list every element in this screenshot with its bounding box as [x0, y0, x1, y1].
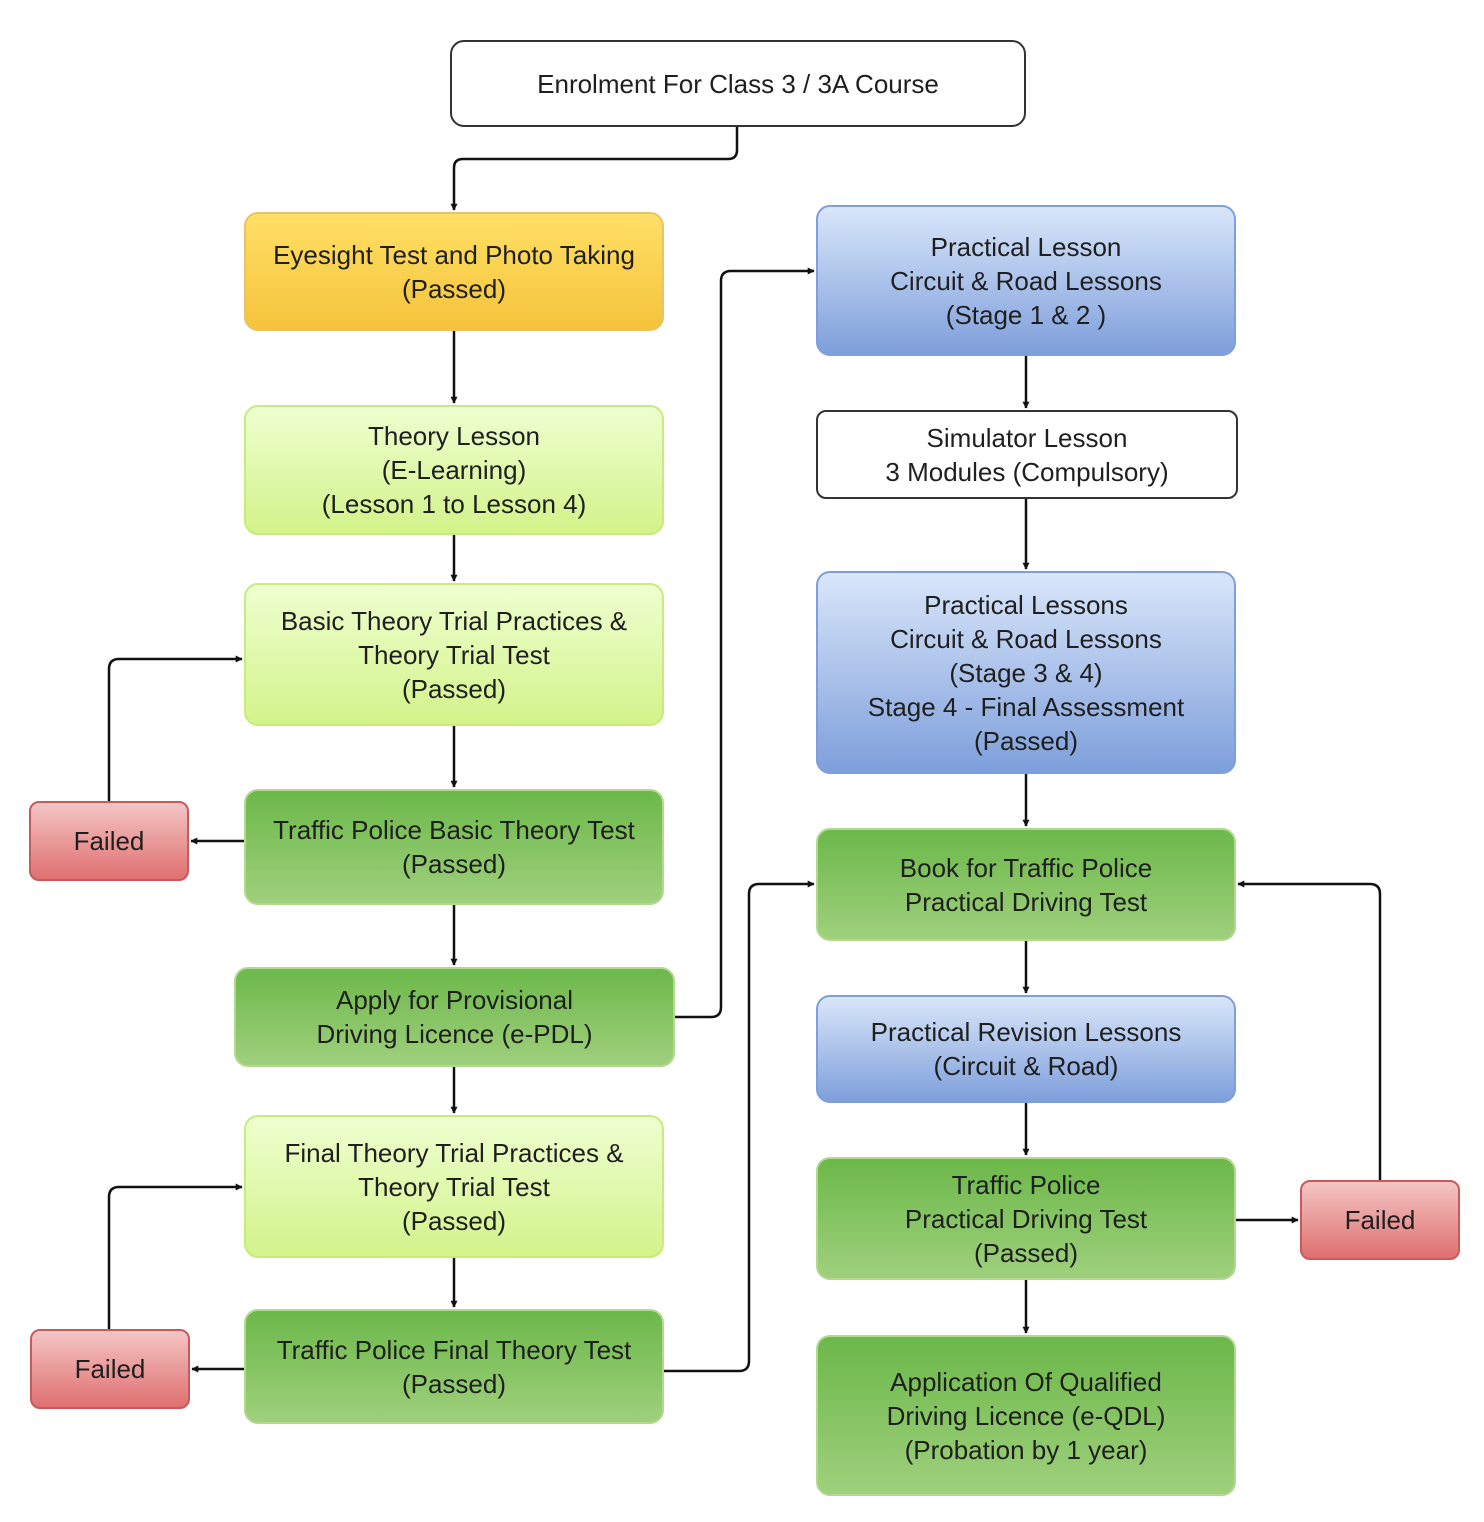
node-failed-basic: Failed [29, 801, 189, 881]
node-failed-final-line: Failed [74, 1354, 146, 1384]
node-qdl: Application Of Qualified Driving Licence… [816, 1335, 1236, 1496]
node-basic-trial-line: Theory Trial Test [358, 639, 550, 670]
edge-enrolment-to-eyesight [450, 127, 739, 211]
node-qdl-line: (Probation by 1 year) [904, 1434, 1148, 1465]
node-simulator-line: 3 Modules (Compulsory) [885, 456, 1169, 487]
node-practical-1-2-line: Practical Lesson [930, 231, 1122, 262]
node-failed-basic-line: Failed [73, 826, 145, 856]
edge-failed-basic-retry [107, 655, 243, 801]
node-revision-line: Practical Revision Lessons [870, 1017, 1182, 1047]
node-practical-test-line: Traffic Police [951, 1169, 1101, 1200]
node-practical-1-2: Practical Lesson Circuit & Road Lessons … [816, 205, 1236, 356]
node-qdl-line: Driving Licence (e-QDL) [886, 1400, 1166, 1431]
node-eyesight: Eyesight Test and Photo Taking (Passed) [244, 212, 664, 331]
node-failed-practical: Failed [1300, 1180, 1460, 1260]
node-practical-3-4-line: (Passed) [973, 725, 1079, 756]
node-final-trial-line: Final Theory Trial Practices & [284, 1137, 624, 1168]
node-theory-lesson-line: (E-Learning) [381, 455, 527, 485]
node-theory-lesson: Theory Lesson (E-Learning) (Lesson 1 to … [244, 405, 664, 535]
node-failed-practical-line: Failed [1344, 1205, 1416, 1235]
node-provisional-line: Driving Licence (e-PDL) [316, 1019, 593, 1049]
node-enrolment-line: Enrolment For Class 3 / 3A Course [537, 68, 939, 99]
edge-failed-final-retry [107, 1183, 243, 1329]
node-book-test: Book for Traffic Police Practical Drivin… [816, 828, 1236, 941]
node-failed-final: Failed [30, 1329, 190, 1409]
node-practical-test-line: Practical Driving Test [904, 1203, 1148, 1234]
node-revision: Practical Revision Lessons (Circuit & Ro… [816, 995, 1236, 1103]
node-basic-trial-line: Basic Theory Trial Practices & [280, 605, 628, 636]
node-practical-3-4-line: (Stage 3 & 4) [949, 657, 1103, 688]
node-enrolment: Enrolment For Class 3 / 3A Course [450, 40, 1026, 127]
node-provisional-line: Apply for Provisional [336, 985, 573, 1015]
node-practical-1-2-line: (Stage 1 & 2 ) [945, 299, 1107, 330]
node-final-theory-test-line: Traffic Police Final Theory Test [276, 1334, 632, 1365]
node-final-trial-line: (Passed) [401, 1205, 507, 1236]
node-practical-3-4-line: Stage 4 - Final Assessment [867, 691, 1185, 722]
node-practical-3-4-line: Circuit & Road Lessons [890, 623, 1162, 654]
node-final-trial: Final Theory Trial Practices & Theory Tr… [244, 1115, 664, 1258]
node-theory-lesson-line: (Lesson 1 to Lesson 4) [321, 489, 587, 519]
node-book-test-line: Book for Traffic Police [899, 852, 1153, 883]
node-practical-3-4: Practical Lessons Circuit & Road Lessons… [816, 571, 1236, 774]
node-basic-theory-test: Traffic Police Basic Theory Test (Passed… [244, 789, 664, 905]
node-final-theory-test: Traffic Police Final Theory Test (Passed… [244, 1309, 664, 1424]
node-practical-1-2-line: Circuit & Road Lessons [890, 265, 1162, 296]
node-final-trial-line: Theory Trial Test [358, 1171, 550, 1202]
node-basic-theory-test-line: Traffic Police Basic Theory Test [273, 815, 635, 845]
edge-final-test-to-book [664, 880, 815, 1373]
node-practical-test-line: (Passed) [973, 1237, 1079, 1268]
node-qdl-line: Application Of Qualified [890, 1366, 1162, 1397]
node-book-test-line: Practical Driving Test [904, 886, 1148, 917]
node-provisional: Apply for Provisional Driving Licence (e… [234, 967, 675, 1067]
node-basic-trial-line: (Passed) [401, 673, 507, 704]
node-practical-test: Traffic Police Practical Driving Test (P… [816, 1157, 1236, 1280]
edge-failed-practical-retry [1237, 880, 1382, 1180]
edge-provisional-to-practical [675, 267, 815, 1019]
node-final-theory-test-line: (Passed) [401, 1368, 507, 1399]
node-eyesight-line: (Passed) [401, 273, 507, 304]
node-revision-line: (Circuit & Road) [933, 1051, 1119, 1081]
node-practical-3-4-line: Practical Lessons [924, 589, 1128, 620]
node-basic-theory-test-line: (Passed) [401, 849, 507, 879]
node-theory-lesson-line: Theory Lesson [368, 421, 540, 451]
node-simulator-line: Simulator Lesson [926, 422, 1128, 453]
node-eyesight-line: Eyesight Test and Photo Taking [273, 239, 635, 270]
node-simulator: Simulator Lesson 3 Modules (Compulsory) [816, 410, 1238, 499]
node-basic-trial: Basic Theory Trial Practices & Theory Tr… [244, 583, 664, 726]
